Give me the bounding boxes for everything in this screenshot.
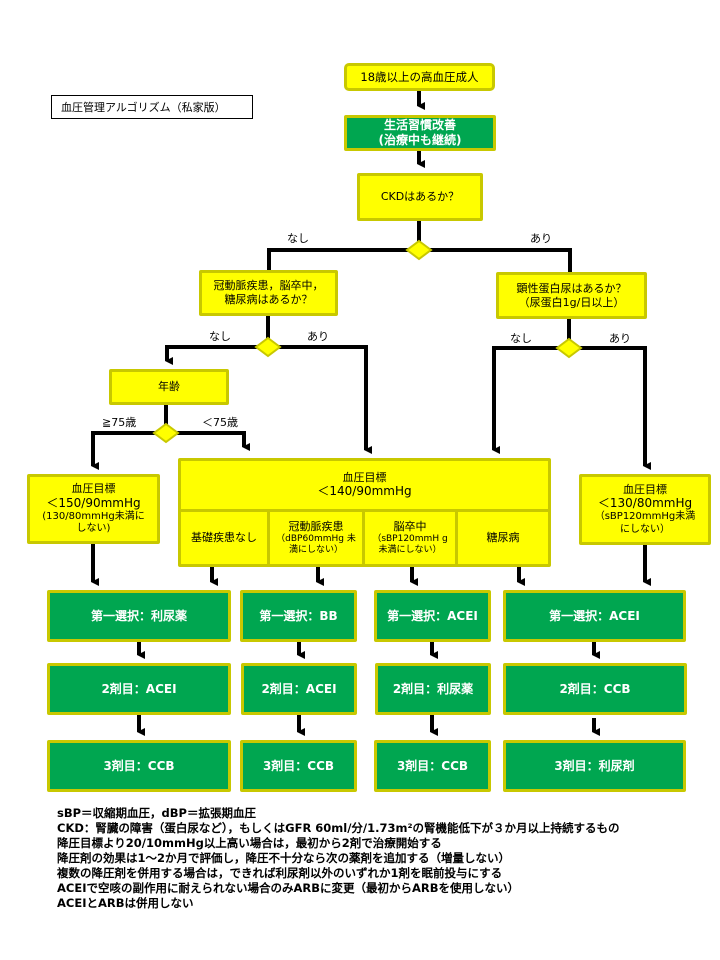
note-line: sBP＝収縮期血圧，dBP＝拡張期血圧 [57,806,256,820]
col1-third-drug: 3剤目：CCB [47,740,231,792]
branch-label-comorb-yes: あり [307,330,329,343]
diagram-title: 血圧管理アルゴリズム（私家版） [51,95,253,119]
ckd-question-node: CKDはあるか？ [357,173,483,221]
note-line: 降圧剤の効果は1～2か月で評価し，降圧不十分なら次の薬剤を追加する（増量しない） [57,851,510,865]
branch-label-age-young: ＜75歳 [202,416,238,429]
notes: sBP＝収縮期血圧，dBP＝拡張期血圧 CKD：腎臓の障害（蛋白尿など），もしく… [57,806,620,911]
target-cell-dm: 糖尿病 [458,509,548,564]
start-node: 18歳以上の高血圧成人 [344,63,495,91]
target-cell-stroke: 脳卒中 （sBP120mmH g未満にしない） [365,509,458,564]
branch-label-age-old: ≧75歳 [102,416,137,429]
col4-third-drug: 3剤目：利尿剤 [503,740,686,792]
col4-first-choice: 第一選択：ACEI [503,590,686,642]
branch-label-prot-no: なし [510,332,532,345]
target-ckd-node: 血圧目標 ＜130/80mmHg （sBP120mmHg未満 にしない） [579,474,711,545]
branch-label-ckd-yes: あり [530,232,552,245]
col3-first-choice: 第一選択：ACEI [374,590,491,642]
col3-second-drug: 2剤目：利尿薬 [375,663,491,715]
note-line: ACEIで空咳の副作用に耐えられない場合のみARBに変更（最初からARBを使用し… [57,881,520,895]
arrow-comorb-no [165,345,260,365]
col2-first-choice: 第一選択：BB [240,590,357,642]
line-ckd-yes [427,248,572,272]
arrow-prot-yes [577,346,651,470]
arrow-age-old [91,431,158,470]
col4-second-drug: 2剤目：CCB [503,663,687,715]
target-elderly-node: 血圧目標 ＜150/90mmHg (130/80mmHg未満に しない) [27,474,160,544]
proteinuria-question-node: 顕性蛋白尿はあるか？ （尿蛋白1g/日以上） [496,272,647,319]
col3-third-drug: 3剤目：CCB [374,740,491,792]
note-line: ACEIとARBは併用しない [57,896,194,910]
decision-diamond-ckd [405,239,433,261]
line-ckd-no [267,248,411,270]
col2-second-drug: 2剤目：ACEI [241,663,357,715]
col2-third-drug: 3剤目：CCB [240,740,357,792]
col1-second-drug: 2剤目：ACEI [47,663,231,715]
branch-label-comorb-no: なし [209,330,231,343]
target-cell-none: 基礎疾患なし [181,509,270,564]
arrow-comorb-yes [276,345,372,454]
branch-label-ckd-no: なし [287,232,309,245]
note-line: 複数の降圧剤を併用する場合は，できれば利尿剤以外のいずれか1剤を眠前投与にする [57,866,503,880]
branch-label-prot-yes: あり [609,332,631,345]
lifestyle-node: 生活習慣改善 (治療中も継続) [344,115,496,151]
comorbidity-question-node: 冠動脈疾患，脳卒中， 糖尿病はあるか？ [199,270,338,316]
target-general-header: 血圧目標 ＜140/90mmHg [317,470,412,499]
target-cell-cad: 冠動脈疾患 （dBP60mmHg 未満にしない） [270,509,365,564]
note-line: 降圧目標より20/10mmHg以上高い場合は，最初から2剤で治療開始する [57,836,442,850]
arrow-prot-no [492,346,561,454]
decision-diamond-age [152,422,180,444]
age-node: 年齢 [109,369,229,405]
col1-first-choice: 第一選択：利尿薬 [47,590,231,642]
decision-diamond-comorbidity [254,336,282,358]
decision-diamond-proteinuria [555,337,583,359]
arrow-age-young [174,431,250,451]
note-line: CKD：腎臓の障害（蛋白尿など），もしくはGFR 60ml/分/1.73m²の腎… [57,821,620,835]
